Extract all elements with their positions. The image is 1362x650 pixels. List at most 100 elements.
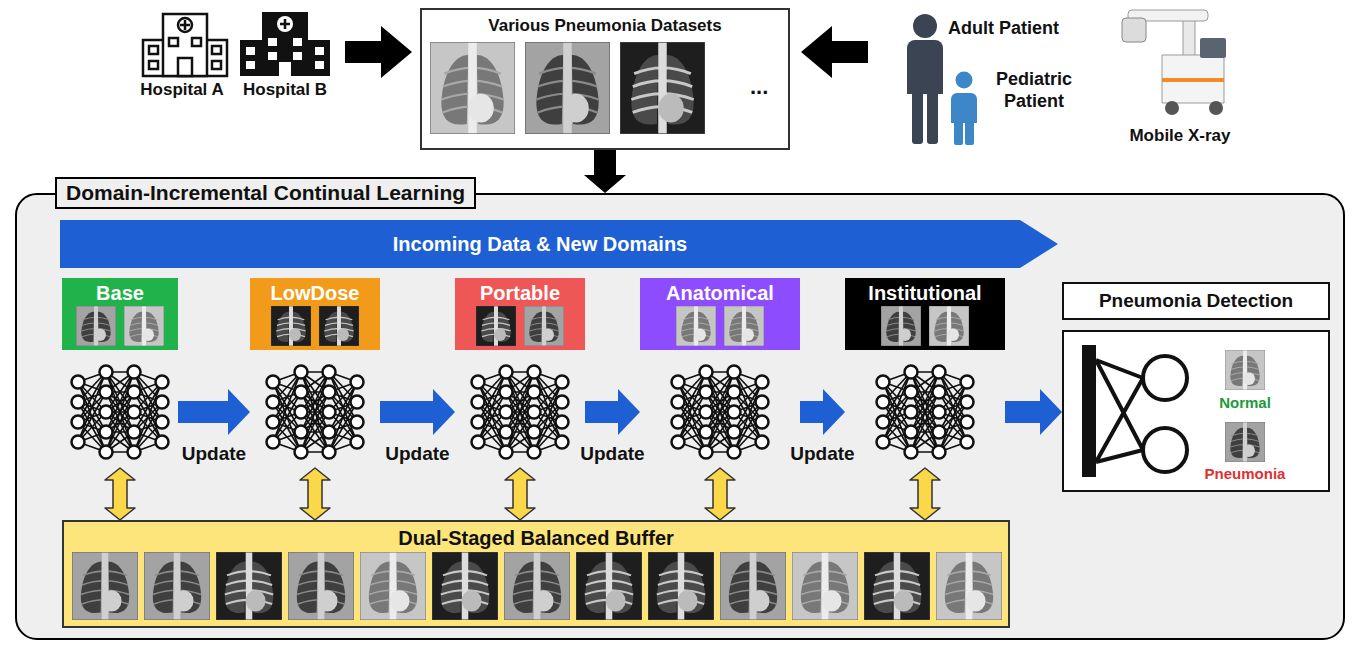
domain-tags (124, 306, 164, 346)
output-layer (1143, 428, 1187, 472)
hospital-icon (293, 38, 302, 46)
buffer-thumbnails (288, 552, 354, 620)
adult-figure (907, 14, 943, 144)
mobile-xray-icon (1209, 101, 1223, 115)
buffer-thumbnails (360, 552, 426, 620)
buffer-thumbnails (576, 552, 642, 620)
class-label: Normal (1200, 394, 1290, 411)
domain-tags (455, 278, 585, 350)
buffer-title: Dual-Staged Balanced Buffer (64, 527, 1008, 550)
buffer-thumbnails (720, 552, 786, 620)
mobile-xray-icon (1200, 38, 1226, 58)
domain-tags (640, 278, 800, 350)
hospital-icon (178, 58, 192, 76)
adult-figure (912, 90, 923, 144)
hospital-icon (315, 47, 324, 55)
domain-tags (319, 306, 359, 346)
flow-arrow (584, 150, 626, 193)
hospital-icon (246, 38, 324, 76)
output-layer (1225, 350, 1265, 390)
output-layer (1225, 422, 1265, 462)
domain-tags (76, 306, 116, 346)
domain-tags (476, 306, 516, 346)
domain-tags (271, 306, 311, 346)
output-layer (1143, 356, 1187, 400)
buffer-thumbnails (864, 552, 930, 620)
edge-label: Update (580, 443, 644, 465)
edge-label: Update (790, 443, 854, 465)
hospital-icon (149, 46, 158, 54)
adult-figure (927, 90, 938, 144)
hospital-icon (293, 52, 302, 60)
domain-tag-label: Institutional (845, 282, 1005, 305)
buffer-exchange-arrow (105, 468, 135, 520)
child-figure (951, 93, 977, 123)
adult-figure (913, 14, 937, 38)
xray-thumbnails (525, 42, 610, 134)
domain-tags (62, 278, 1005, 350)
mobile-xray-icon (1162, 78, 1224, 82)
xray-thumbnails (620, 42, 705, 134)
neural-networks (672, 366, 769, 459)
buffer-thumbnails (72, 552, 138, 620)
mobile-xray-icon (1122, 18, 1146, 42)
device-label: Mobile X-ray (1120, 126, 1240, 146)
hospital-icon (262, 12, 308, 76)
buffer-thumbnails (216, 552, 282, 620)
detection-box: Pneumonia DetectionNormalPneumonia (1062, 330, 1330, 492)
update-arrow (585, 389, 640, 435)
hospital-icon (180, 20, 190, 30)
hospital-icon (178, 18, 192, 32)
hospital-icon (268, 52, 277, 60)
xray-thumbnails (430, 42, 515, 134)
buffer-thumbnails (144, 552, 210, 620)
band-arrow-shape (60, 220, 1058, 268)
hospital-icon (277, 16, 293, 32)
neural-networks (472, 366, 569, 459)
buffer-thumbnails (504, 552, 570, 620)
output-layer (1082, 345, 1096, 477)
domain-tags (929, 306, 969, 346)
update-arrow (380, 389, 455, 435)
hospital-icon (149, 61, 158, 69)
buffer-exchange-arrow (505, 468, 535, 520)
output-layer (1096, 360, 1143, 462)
class-label: Pneumonia (1200, 465, 1290, 482)
domain-tags (724, 306, 764, 346)
detection-header: Pneumonia Detection (1062, 282, 1330, 320)
source-arrow (345, 26, 412, 78)
hospital-icon (315, 61, 324, 69)
domain-tag-label: LowDose (250, 282, 380, 305)
domain-tag-label: Portable (455, 282, 585, 305)
buffer-thumbnails (936, 552, 1002, 620)
hospital-icon (169, 38, 178, 46)
hospital-icon (240, 12, 330, 76)
neural-networks (877, 366, 974, 459)
output-layer (1082, 345, 1265, 477)
buffer-thumbnails (72, 552, 1002, 620)
hospital-icon (268, 38, 277, 46)
hospital-icon (279, 62, 291, 76)
source-label: Hospital B (235, 80, 335, 100)
buffer-thumbnails (432, 552, 498, 620)
adult-figure (907, 40, 943, 94)
hospital-icon (143, 14, 227, 76)
ellipsis: ... (750, 74, 768, 100)
hospital-icon (280, 19, 290, 29)
buffer-exchange-arrow (300, 468, 330, 520)
mobile-xray-icon (1162, 55, 1224, 103)
domain-tags (62, 278, 178, 350)
hospital-icon (163, 14, 207, 76)
hospital-icon (212, 46, 221, 54)
domain-tags (845, 278, 1005, 350)
domain-tag-label: Base (62, 282, 178, 305)
domain-tags (676, 306, 716, 346)
edge-label: Update (385, 443, 449, 465)
update-arrow (800, 389, 845, 435)
box-title: Various Pneumonia Datasets (422, 16, 788, 36)
child-figure (951, 72, 977, 146)
band-label: Incoming Data & New Domains (60, 220, 1020, 268)
hospital-icon (246, 61, 255, 69)
source-arrow (801, 26, 868, 78)
